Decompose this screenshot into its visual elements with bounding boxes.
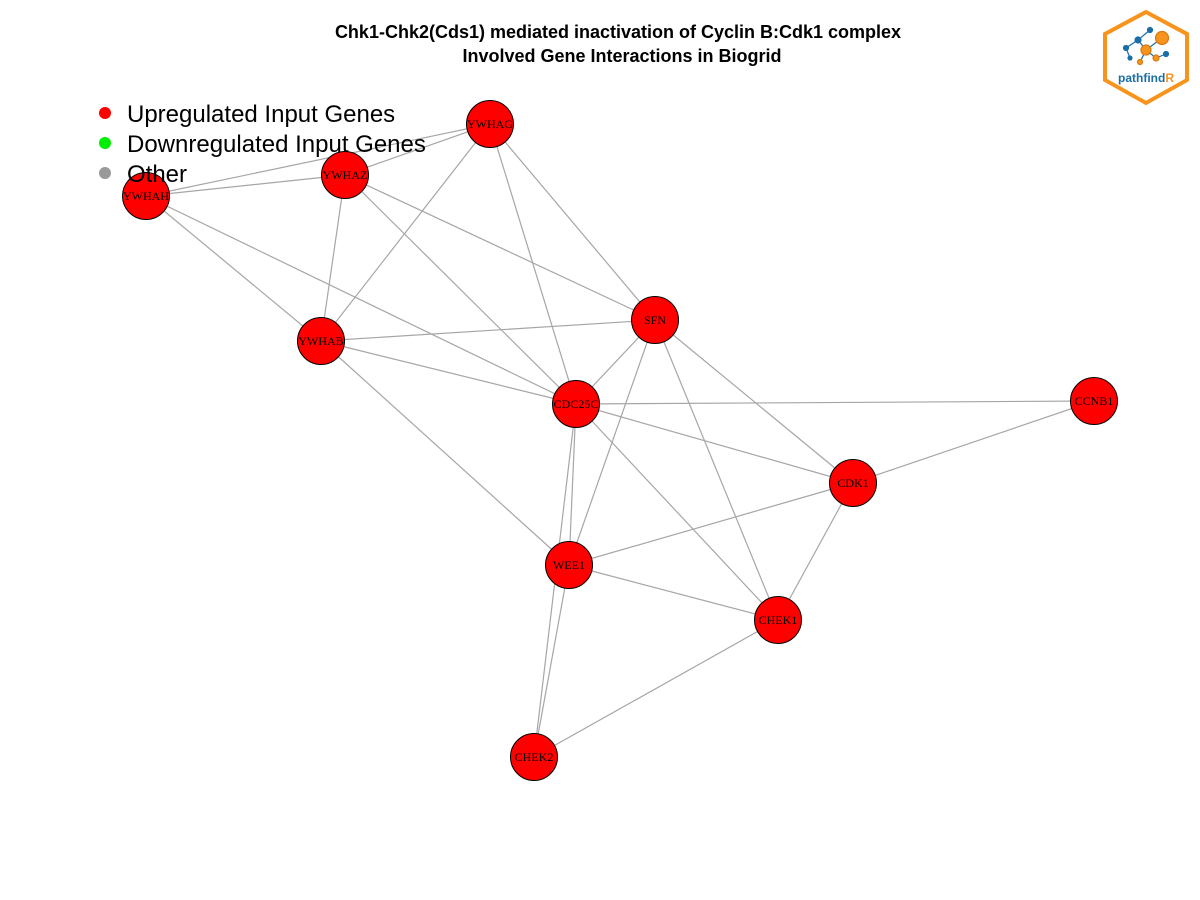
legend-item-other: Other (99, 161, 187, 188)
edge-chek1-chek2 (533, 619, 779, 758)
edge-ywhaz-ywhab (320, 174, 346, 342)
node-label-ywhag: YWHAG (467, 117, 513, 131)
node-circle-ccnb1[interactable] (1070, 377, 1118, 425)
legend-item-downregulated: Downregulated Input Genes (99, 131, 426, 158)
legend: Upregulated Input Genes Downregulated In… (99, 101, 426, 188)
edge-cdc25c-cdk1 (575, 403, 854, 484)
edge-ywhah-cdc25c (145, 195, 577, 405)
node-ccnb1[interactable]: CCNB1 (1070, 377, 1118, 425)
edge-cdk1-wee1 (568, 482, 854, 566)
node-label-sfn: SFN (644, 313, 666, 327)
edge-wee1-chek1 (568, 564, 779, 621)
edge-cdk1-chek1 (777, 482, 854, 621)
node-cdc25c[interactable]: CDC25C (552, 380, 600, 428)
legend-label-downregulated: Downregulated Input Genes (127, 131, 426, 158)
node-circle-ywhab[interactable] (297, 317, 345, 365)
node-circle-chek1[interactable] (754, 596, 802, 644)
node-circle-sfn[interactable] (631, 296, 679, 344)
node-circle-ywhah[interactable] (122, 172, 170, 220)
node-label-ywhab: YWHAB (298, 334, 343, 348)
edge-sfn-cdk1 (654, 319, 854, 484)
legend-label-other: Other (127, 161, 187, 188)
edge-ccnb1-cdk1 (852, 400, 1095, 484)
node-cdk1[interactable]: CDK1 (829, 459, 877, 507)
node-label-ccnb1: CCNB1 (1075, 394, 1114, 408)
edge-wee1-chek2 (533, 564, 570, 758)
edge-ywhag-cdc25c (489, 123, 577, 405)
legend-swatch-upregulated (99, 107, 111, 119)
edge-cdc25c-ccnb1 (575, 400, 1095, 405)
node-label-chek1: CHEK1 (759, 613, 798, 627)
legend-label-upregulated: Upregulated Input Genes (127, 101, 395, 128)
logo-network-icon (1122, 26, 1170, 66)
edge-sfn-chek1 (654, 319, 779, 621)
edge-ywhag-ywhaz (344, 123, 491, 176)
edge-ywhag-ywhab (320, 123, 491, 342)
node-label-wee1: WEE1 (553, 558, 585, 572)
node-ywhah[interactable]: YWHAH (122, 172, 170, 220)
legend-item-upregulated: Upregulated Input Genes (99, 101, 395, 128)
logo-hexagon (1103, 9, 1189, 106)
edge-cdc25c-chek1 (575, 403, 779, 621)
node-circle-cdk1[interactable] (829, 459, 877, 507)
node-label-chek2: CHEK2 (515, 750, 554, 764)
title-line-1: Chk1-Chk2(Cds1) mediated inactivation of… (335, 22, 901, 42)
node-circle-wee1[interactable] (545, 541, 593, 589)
node-circle-ywhag[interactable] (466, 100, 514, 148)
edge-ywhaz-cdc25c (344, 174, 577, 405)
edge-ywhag-ywhah (145, 123, 491, 197)
edge-ywhaz-sfn (344, 174, 656, 321)
node-wee1[interactable]: WEE1 (545, 541, 593, 589)
node-label-cdc25c: CDC25C (554, 397, 599, 411)
pathfindr-logo: pathfindR (1103, 9, 1189, 106)
title-line-2: Involved Gene Interactions in Biogrid (462, 46, 781, 66)
edge-ywhab-cdc25c (320, 340, 577, 405)
legend-swatch-other (99, 167, 111, 179)
legend-swatch-downregulated (99, 137, 111, 149)
edge-layer (145, 123, 1095, 758)
node-sfn[interactable]: SFN (631, 296, 679, 344)
edge-ywhah-ywhab (145, 195, 322, 342)
node-label-ywhah: YWHAH (123, 189, 169, 203)
node-ywhab[interactable]: YWHAB (297, 317, 345, 365)
node-chek1[interactable]: CHEK1 (754, 596, 802, 644)
edge-ywhab-sfn (320, 319, 656, 342)
node-label-cdk1: CDK1 (837, 476, 868, 490)
node-ywhag[interactable]: YWHAG (466, 100, 514, 148)
node-circle-chek2[interactable] (510, 733, 558, 781)
logo-wordmark-accent: R (1165, 71, 1174, 85)
node-circle-ywhaz[interactable] (321, 151, 369, 199)
node-layer: YWHAG YWHAZ YWHAH YWHAB SFN CDC25C CCNB1CDK1WE… (122, 100, 1118, 781)
logo-wordmark: pathfindR (1118, 71, 1174, 85)
diagram-title: Chk1-Chk2(Cds1) mediated inactivation of… (335, 22, 901, 66)
edge-ywhaz-ywhah (145, 174, 346, 197)
node-circle-cdc25c[interactable] (552, 380, 600, 428)
edge-cdc25c-wee1 (568, 403, 577, 566)
edge-ywhab-wee1 (320, 340, 570, 566)
node-label-ywhaz: YWHAZ (323, 168, 368, 182)
edge-ywhag-sfn (489, 123, 656, 321)
node-ywhaz[interactable]: YWHAZ (321, 151, 369, 199)
node-chek2[interactable]: CHEK2 (510, 733, 558, 781)
logo-wordmark-main: pathfind (1118, 71, 1165, 85)
